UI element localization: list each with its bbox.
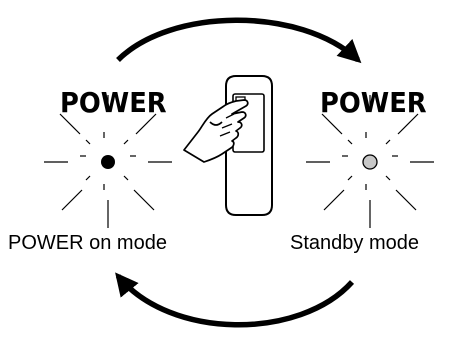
power-heading-right: POWER bbox=[320, 86, 427, 119]
standby-indicator bbox=[306, 95, 434, 228]
led-on-icon bbox=[101, 155, 115, 169]
bottom-cycle-arrow bbox=[115, 272, 355, 328]
power-heading-left: POWER bbox=[60, 86, 167, 119]
led-standby-icon bbox=[362, 154, 378, 170]
top-cycle-arrow bbox=[116, 17, 362, 64]
power-on-mode-label: POWER on mode bbox=[8, 232, 167, 254]
standby-mode-label: Standby mode bbox=[290, 232, 419, 254]
power-on-indicator bbox=[44, 95, 172, 228]
pressing-hand-icon bbox=[183, 99, 249, 163]
